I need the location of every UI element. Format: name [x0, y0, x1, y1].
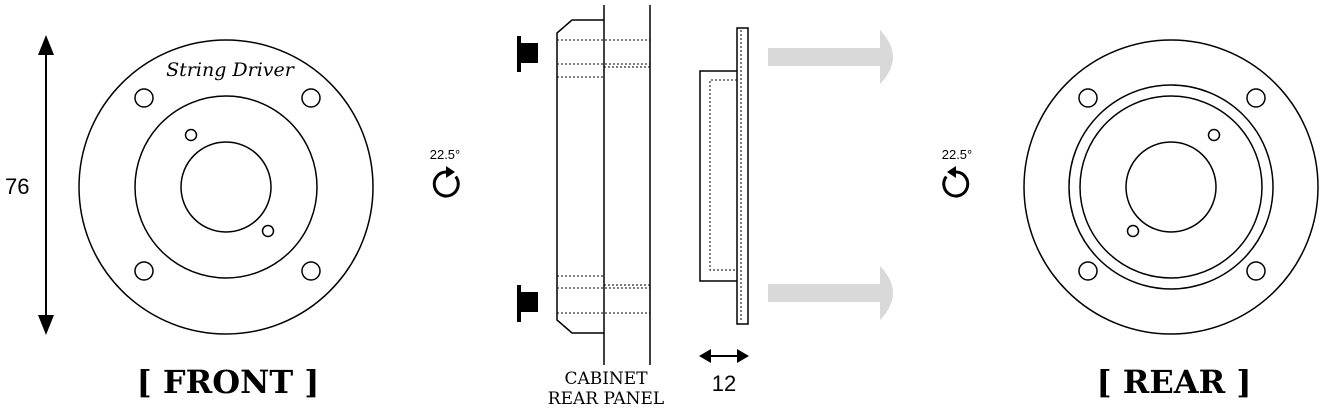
front-inner-ring	[134, 95, 318, 279]
rear-mount-hole-bl	[1078, 261, 1098, 281]
rear-inner-ring	[1079, 95, 1263, 279]
rotate-clockwise-icon	[432, 166, 460, 198]
front-outer-ring	[78, 39, 374, 335]
gray-arrow-bottom	[768, 266, 893, 320]
front-label: [ FRONT ]	[137, 363, 320, 401]
rear-mount-hole-tl	[1078, 88, 1098, 108]
rotate-counterclockwise-icon	[942, 166, 970, 198]
rear-mount-hole-tr	[1246, 88, 1266, 108]
front-small-hole-bottom	[261, 224, 275, 238]
rear-outer-ring	[1023, 39, 1319, 335]
depth-value: 12	[712, 371, 736, 396]
rear-bore	[1125, 141, 1217, 233]
height-value: 76	[5, 174, 29, 199]
driver-body-outline	[556, 19, 604, 334]
front-mount-hole-br	[301, 261, 321, 281]
depth-dimension-arrow	[699, 349, 749, 363]
front-small-hole-top	[184, 128, 198, 142]
rear-middle-ring	[1068, 84, 1274, 290]
rear-mount-hole-br	[1246, 261, 1266, 281]
cabinet-label-line2: REAR PANEL	[548, 389, 664, 409]
brand-logo-text: String Driver	[166, 59, 296, 81]
front-view: 76 String Driver [ FRONT ]	[5, 35, 374, 401]
rear-plate	[736, 27, 749, 325]
front-mount-hole-tr	[301, 88, 321, 108]
cabinet-label-line1: CABINET	[564, 369, 648, 389]
front-mount-hole-tl	[134, 88, 154, 108]
rotate-clockwise-indicator: 22.5°	[430, 147, 461, 198]
height-dimension-arrow	[38, 35, 54, 335]
rear-plate-boss-hidden-edge	[709, 79, 737, 271]
gray-arrow-top	[768, 30, 893, 84]
screw-top	[517, 36, 538, 72]
rotate-counterclockwise-indicator: 22.5°	[942, 147, 973, 198]
cabinet-side-view: 12 CABINET REAR PANEL	[517, 5, 893, 409]
rear-plate-boss	[699, 70, 737, 282]
screw-bottom	[517, 285, 538, 322]
front-rotation-angle: 22.5°	[430, 147, 461, 162]
rear-small-hole-top	[1207, 128, 1221, 142]
rear-label: [ REAR ]	[1097, 363, 1252, 401]
rear-small-hole-bottom	[1126, 224, 1140, 238]
rear-rotation-angle: 22.5°	[942, 147, 973, 162]
front-mount-hole-bl	[134, 261, 154, 281]
front-bore	[180, 141, 272, 233]
rear-view: [ REAR ]	[1023, 39, 1319, 401]
